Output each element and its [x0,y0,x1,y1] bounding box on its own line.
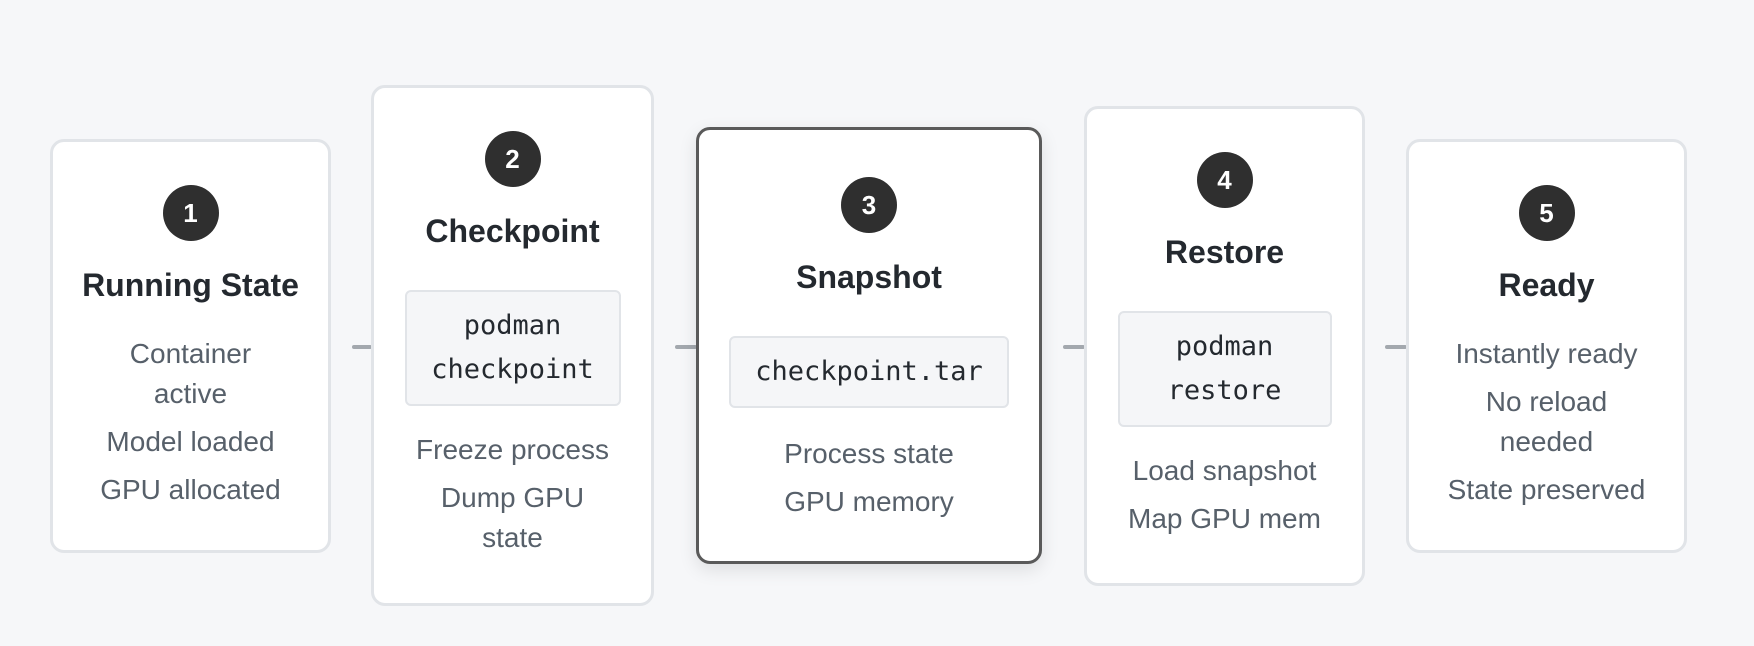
step-number-badge: 5 [1518,185,1575,241]
command-box: podman checkpoint [404,290,621,406]
connector-4-5 [1385,345,1407,349]
step-details: Instantly ready No reload needed State p… [1448,334,1646,510]
step-details: Freeze process Dump GPU state [416,430,609,558]
connector-3-4 [1063,345,1085,349]
command-text: podman [463,310,562,341]
step-number-badge: 3 [841,177,897,233]
step-detail: Process state [784,438,954,469]
step-detail: State preserved [1447,474,1646,505]
step-number-badge: 2 [484,131,541,187]
connector-2-3 [675,345,697,349]
step-title: Checkpoint [425,213,600,249]
step-detail: No reload [1485,386,1608,417]
step-detail: Freeze process [416,434,609,465]
step-card-snapshot: 3 Snapshot checkpoint.tar Process state … [696,127,1042,564]
step-card-restore: 4 Restore podman restore Load snapshot M… [1084,106,1365,586]
step-detail: GPU memory [784,486,954,517]
step-details: Container active Model loaded GPU alloca… [100,334,281,510]
step-detail: Model loaded [106,426,275,457]
step-detail: active [153,378,228,409]
step-card-ready: 5 Ready Instantly ready No reload needed… [1406,139,1687,553]
step-title: Restore [1164,234,1285,270]
step-details: Load snapshot Map GPU mem [1128,451,1321,539]
step-detail: Instantly ready [1455,338,1638,369]
step-detail: Load snapshot [1132,455,1317,486]
step-detail: state [482,522,543,553]
command-box: podman restore [1117,311,1332,427]
step-detail: needed [1499,426,1594,457]
step-title: Running State [82,267,299,303]
command-text: restore [1167,375,1282,406]
step-detail: Map GPU mem [1128,503,1321,534]
command-text: podman [1175,331,1274,362]
step-title: Snapshot [796,259,942,295]
step-detail: Dump GPU [440,482,585,513]
connector-1-2 [352,345,372,349]
command-text: checkpoint.tar [755,356,983,387]
step-card-checkpoint: 2 Checkpoint podman checkpoint Freeze pr… [371,85,654,606]
step-detail: Container [129,338,252,369]
step-number-badge: 4 [1196,152,1253,208]
command-text: checkpoint [431,354,594,385]
step-details: Process state GPU memory [784,434,954,522]
step-title: Ready [1498,267,1595,303]
step-detail: GPU allocated [100,474,281,505]
step-number-badge: 1 [162,185,219,241]
step-card-running-state: 1 Running State Container active Model l… [50,139,331,553]
command-box: checkpoint.tar [729,336,1009,408]
